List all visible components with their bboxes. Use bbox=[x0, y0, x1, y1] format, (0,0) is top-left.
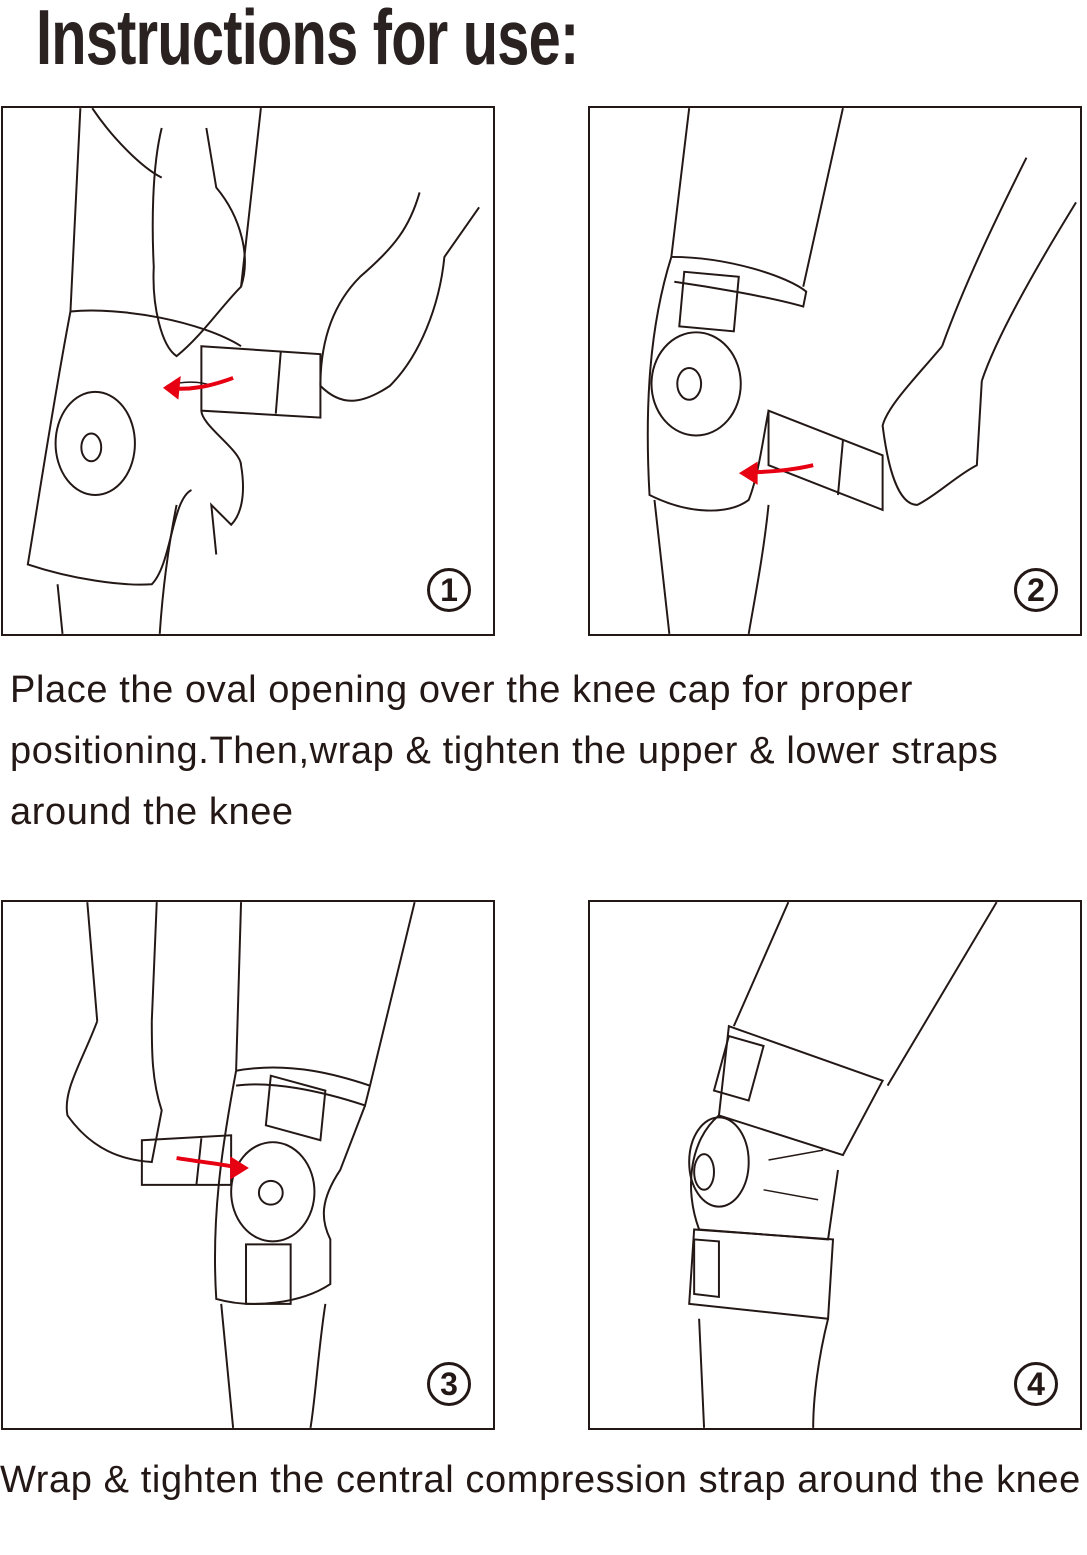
step-2-illustration: 2 bbox=[588, 106, 1082, 636]
step-number-badge: 4 bbox=[1014, 1362, 1058, 1406]
step-number-badge: 3 bbox=[427, 1362, 471, 1406]
step-3-illustration: 3 bbox=[1, 900, 495, 1430]
page-title: Instructions for use: bbox=[36, 0, 579, 81]
instruction-caption-1: Place the oval opening over the knee cap… bbox=[10, 669, 999, 833]
step-number-badge: 1 bbox=[427, 568, 471, 612]
instruction-caption-2: Wrap & tighten the central compression s… bbox=[0, 1459, 1081, 1501]
step-number-badge: 2 bbox=[1014, 568, 1058, 612]
step-1-illustration: 1 bbox=[1, 106, 495, 636]
step-4-illustration: 4 bbox=[588, 900, 1082, 1430]
